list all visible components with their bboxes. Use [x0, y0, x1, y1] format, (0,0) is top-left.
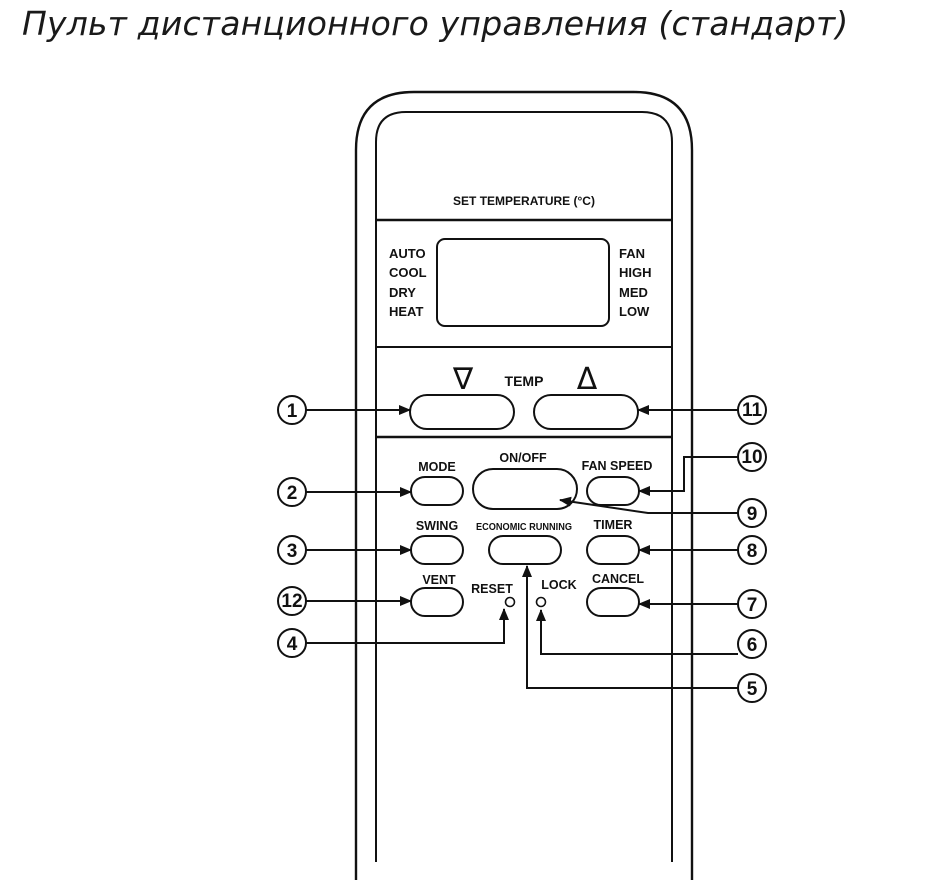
leader-10 [638, 456, 738, 496]
economic-running-button[interactable] [488, 535, 562, 565]
mode-cool-indicator: COOL [389, 265, 427, 280]
leader-6 [536, 609, 738, 655]
callout-5-number: 5 [747, 679, 758, 700]
leader-4 [306, 608, 509, 644]
temp-down-icon: ∇ [452, 362, 474, 397]
temp-down-button[interactable] [409, 394, 515, 430]
callout-2: 2 [277, 477, 307, 507]
callout-7-number: 7 [747, 595, 758, 616]
mode-button-label: MODE [418, 460, 456, 474]
callout-6-number: 6 [747, 635, 758, 656]
page-title: Пульт дистанционного управления (стандар… [22, 4, 849, 43]
reset-label: RESET [471, 582, 513, 596]
callout-1: 1 [277, 395, 307, 425]
on-off-button-label: ON/OFF [499, 451, 547, 465]
fan-high-indicator: HIGH [619, 265, 652, 280]
callout-3: 3 [277, 535, 307, 565]
reset-pinhole[interactable] [504, 596, 516, 608]
callout-9: 9 [737, 498, 767, 528]
callout-5: 5 [737, 673, 767, 703]
leader-5 [522, 565, 738, 689]
callout-11: 11 [737, 395, 767, 425]
temp-label: TEMP [505, 373, 544, 389]
callout-12: 12 [277, 586, 307, 616]
lcd-screen [436, 238, 610, 327]
callout-12-number: 12 [281, 591, 302, 612]
callout-4: 4 [277, 628, 307, 658]
mode-dry-indicator: DRY [389, 285, 416, 300]
callout-8-number: 8 [747, 541, 758, 562]
leader-9 [559, 496, 738, 514]
remote-body-outline [354, 90, 694, 880]
callout-9-number: 9 [747, 504, 758, 525]
callout-11-number: 11 [742, 400, 763, 421]
callout-1-number: 1 [287, 401, 298, 422]
cancel-button-label: CANCEL [592, 572, 644, 586]
fan-med-indicator: MED [619, 285, 648, 300]
callout-3-number: 3 [287, 541, 298, 562]
callout-7: 7 [737, 589, 767, 619]
timer-button[interactable] [586, 535, 640, 565]
mode-heat-indicator: HEAT [389, 304, 423, 319]
temp-up-button[interactable] [533, 394, 639, 430]
mode-button[interactable] [410, 476, 464, 506]
callout-10: 10 [737, 442, 767, 472]
on-off-button[interactable] [472, 468, 578, 510]
fan-indicator: FAN [619, 246, 645, 261]
fan-low-indicator: LOW [619, 304, 650, 319]
vent-button-label: VENT [422, 573, 456, 587]
temp-up-icon: Δ [577, 362, 598, 397]
swing-button-label: SWING [416, 519, 458, 533]
timer-button-label: TIMER [594, 518, 633, 532]
callout-8: 8 [737, 535, 767, 565]
callout-4-number: 4 [287, 634, 298, 655]
lock-label: LOCK [541, 578, 576, 592]
callout-2-number: 2 [287, 483, 298, 504]
callout-6: 6 [737, 629, 767, 659]
remote-inner-panel-outline [375, 111, 673, 862]
vent-button[interactable] [410, 587, 464, 617]
callout-10-number: 10 [741, 447, 762, 468]
cancel-button[interactable] [586, 587, 640, 617]
economic-running-button-label: ECONOMIC RUNNING [476, 522, 572, 533]
lock-pinhole[interactable] [535, 596, 547, 608]
mode-auto-indicator: AUTO [389, 246, 426, 261]
fan-speed-button-label: FAN SPEED [582, 459, 653, 473]
set-temperature-label: SET TEMPERATURE (°C) [453, 194, 595, 208]
fan-speed-button[interactable] [586, 476, 640, 506]
swing-button[interactable] [410, 535, 464, 565]
